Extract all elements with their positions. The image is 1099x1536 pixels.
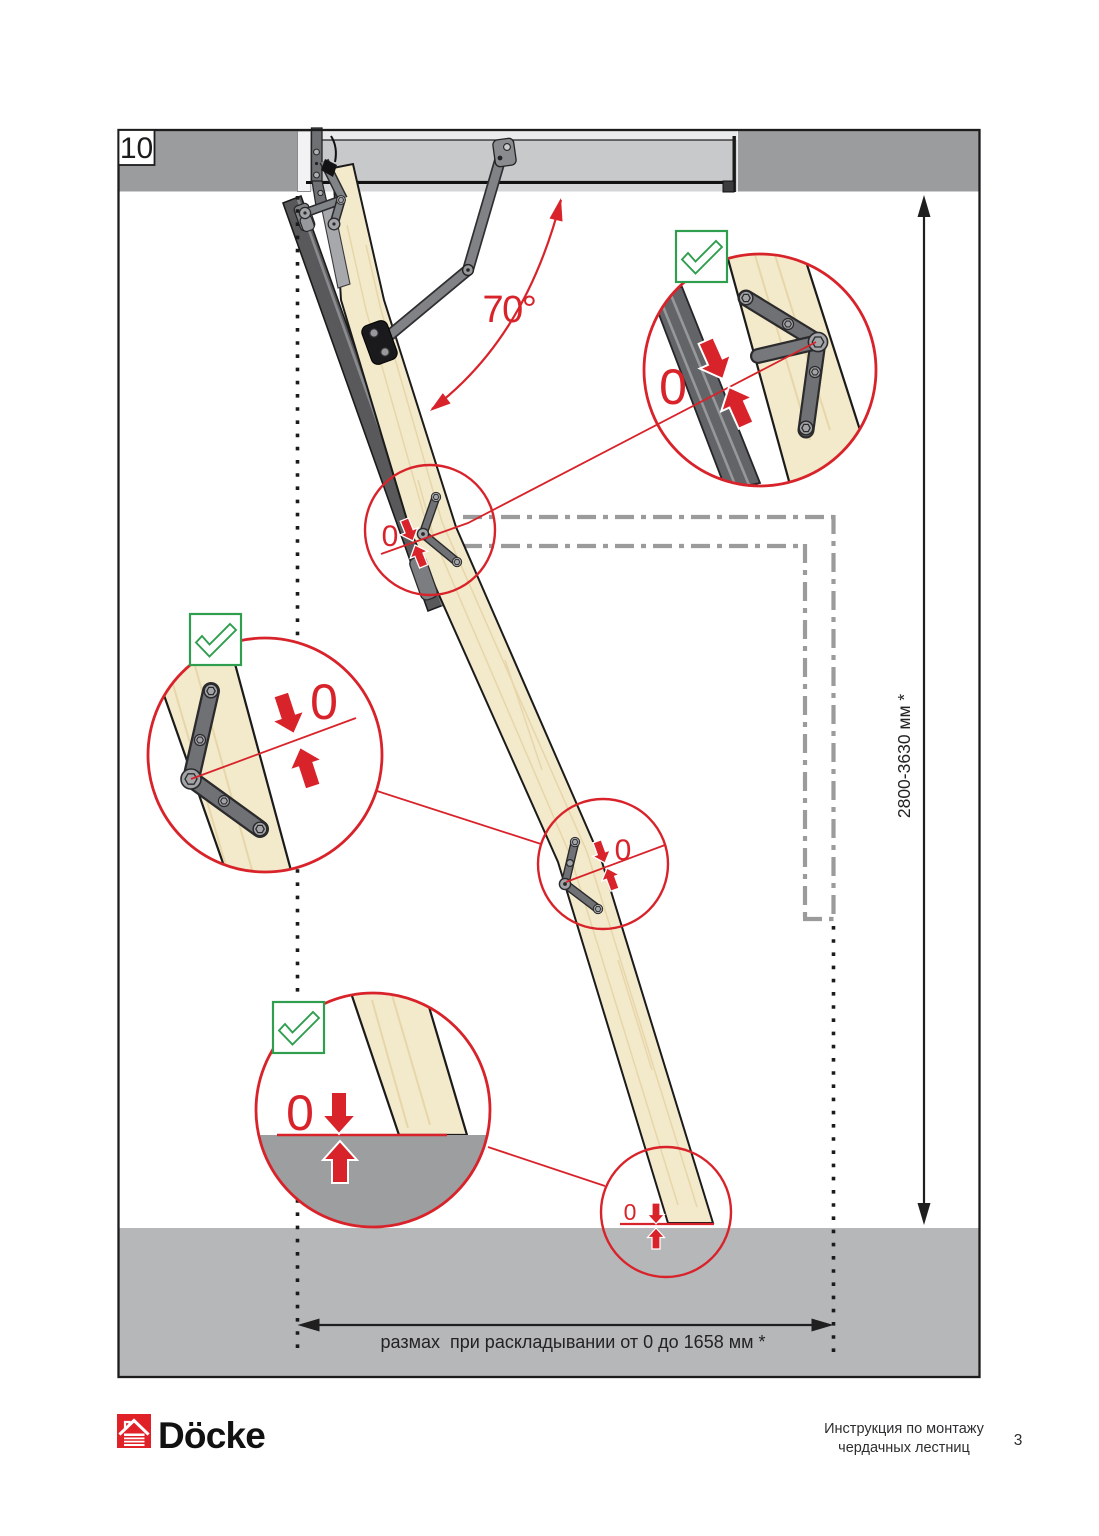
svg-text:3: 3	[1014, 1432, 1023, 1449]
svg-text:0: 0	[624, 1199, 637, 1225]
svg-text:0: 0	[310, 674, 338, 730]
svg-text:70°: 70°	[483, 289, 536, 331]
svg-text:0: 0	[382, 520, 399, 553]
svg-text:размах при раскладывании от 0: размах при раскладывании от 0 до 1658 мм…	[381, 1332, 766, 1352]
svg-text:0: 0	[615, 834, 632, 867]
svg-text:10: 10	[120, 132, 153, 165]
svg-text:0: 0	[286, 1085, 314, 1141]
svg-text:Döcke: Döcke	[158, 1415, 265, 1456]
svg-text:0: 0	[659, 359, 687, 415]
svg-text:Инструкция по монтажу: Инструкция по монтажу	[824, 1421, 984, 1437]
svg-text:2800-3630 мм *: 2800-3630 мм *	[894, 694, 914, 818]
svg-text:чердачных лестниц: чердачных лестниц	[838, 1440, 970, 1456]
